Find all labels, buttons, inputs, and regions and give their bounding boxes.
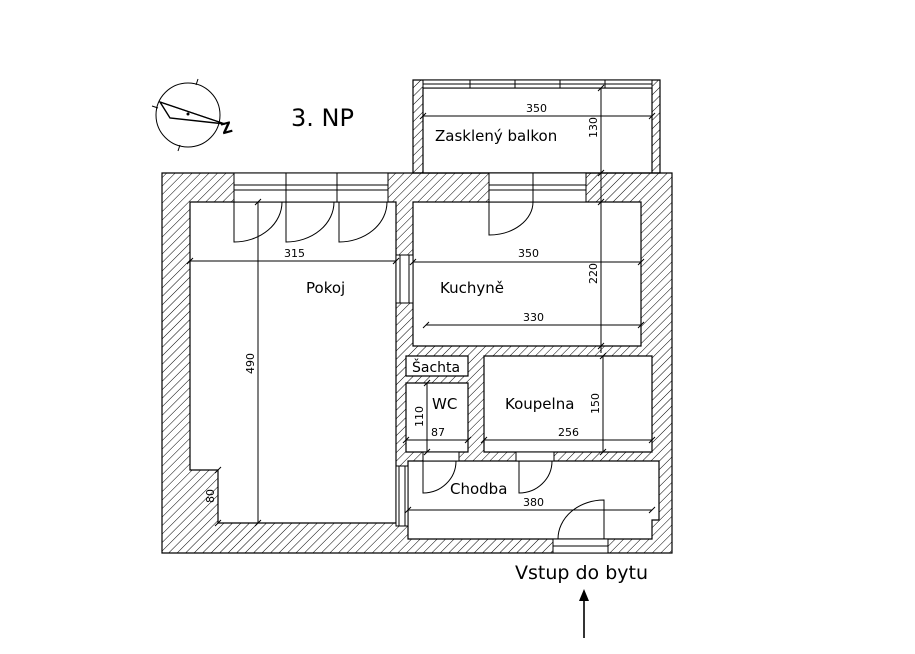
- dimension-lines: [186, 84, 656, 527]
- dim-wc-width: 87: [431, 426, 445, 439]
- compass-icon: Z: [151, 78, 234, 152]
- label-hallway: Chodba: [450, 480, 507, 498]
- wc-door-gap: [422, 451, 460, 462]
- dim-kitchen-width-top: 350: [518, 247, 539, 260]
- dim-room-length: 490: [244, 353, 257, 374]
- label-shaft: Šachta: [412, 358, 460, 376]
- balcony-window: [422, 79, 653, 89]
- label-room: Pokoj: [306, 279, 345, 297]
- room-windows: [233, 172, 389, 203]
- dim-bathroom-width: 256: [558, 426, 579, 439]
- room-kitchen-opening: [395, 254, 414, 304]
- label-balcony: Zasklený balkon: [435, 127, 557, 145]
- floor-title: 3. NP: [291, 104, 354, 132]
- door-swings: [233, 201, 605, 540]
- dim-wc-depth: 110: [413, 406, 426, 427]
- entrance-label: Vstup do bytu: [515, 562, 648, 584]
- dim-room-width: 315: [284, 247, 305, 260]
- dim-hallway-length: 380: [523, 496, 544, 509]
- dim-balcony-width: 350: [526, 102, 547, 115]
- room-hallway-opening: [395, 465, 409, 527]
- dim-kitchen-width-bottom: 330: [523, 311, 544, 324]
- entrance-arrow-icon: [579, 589, 589, 638]
- label-bathroom: Koupelna: [505, 395, 574, 413]
- dim-room-niche: 80: [204, 489, 217, 503]
- dim-balcony-depth: 130: [587, 117, 600, 138]
- dim-kitchen-depth: 220: [587, 263, 600, 284]
- label-wc: WC: [432, 395, 457, 413]
- kitchen-balcony-opening: [488, 172, 587, 203]
- dim-bathroom-depth: 150: [589, 393, 602, 414]
- bathroom-door-gap: [515, 451, 555, 462]
- entrance-door-gap: [552, 538, 609, 554]
- label-kitchen: Kuchyně: [440, 279, 504, 297]
- compass-letter: Z: [219, 118, 234, 138]
